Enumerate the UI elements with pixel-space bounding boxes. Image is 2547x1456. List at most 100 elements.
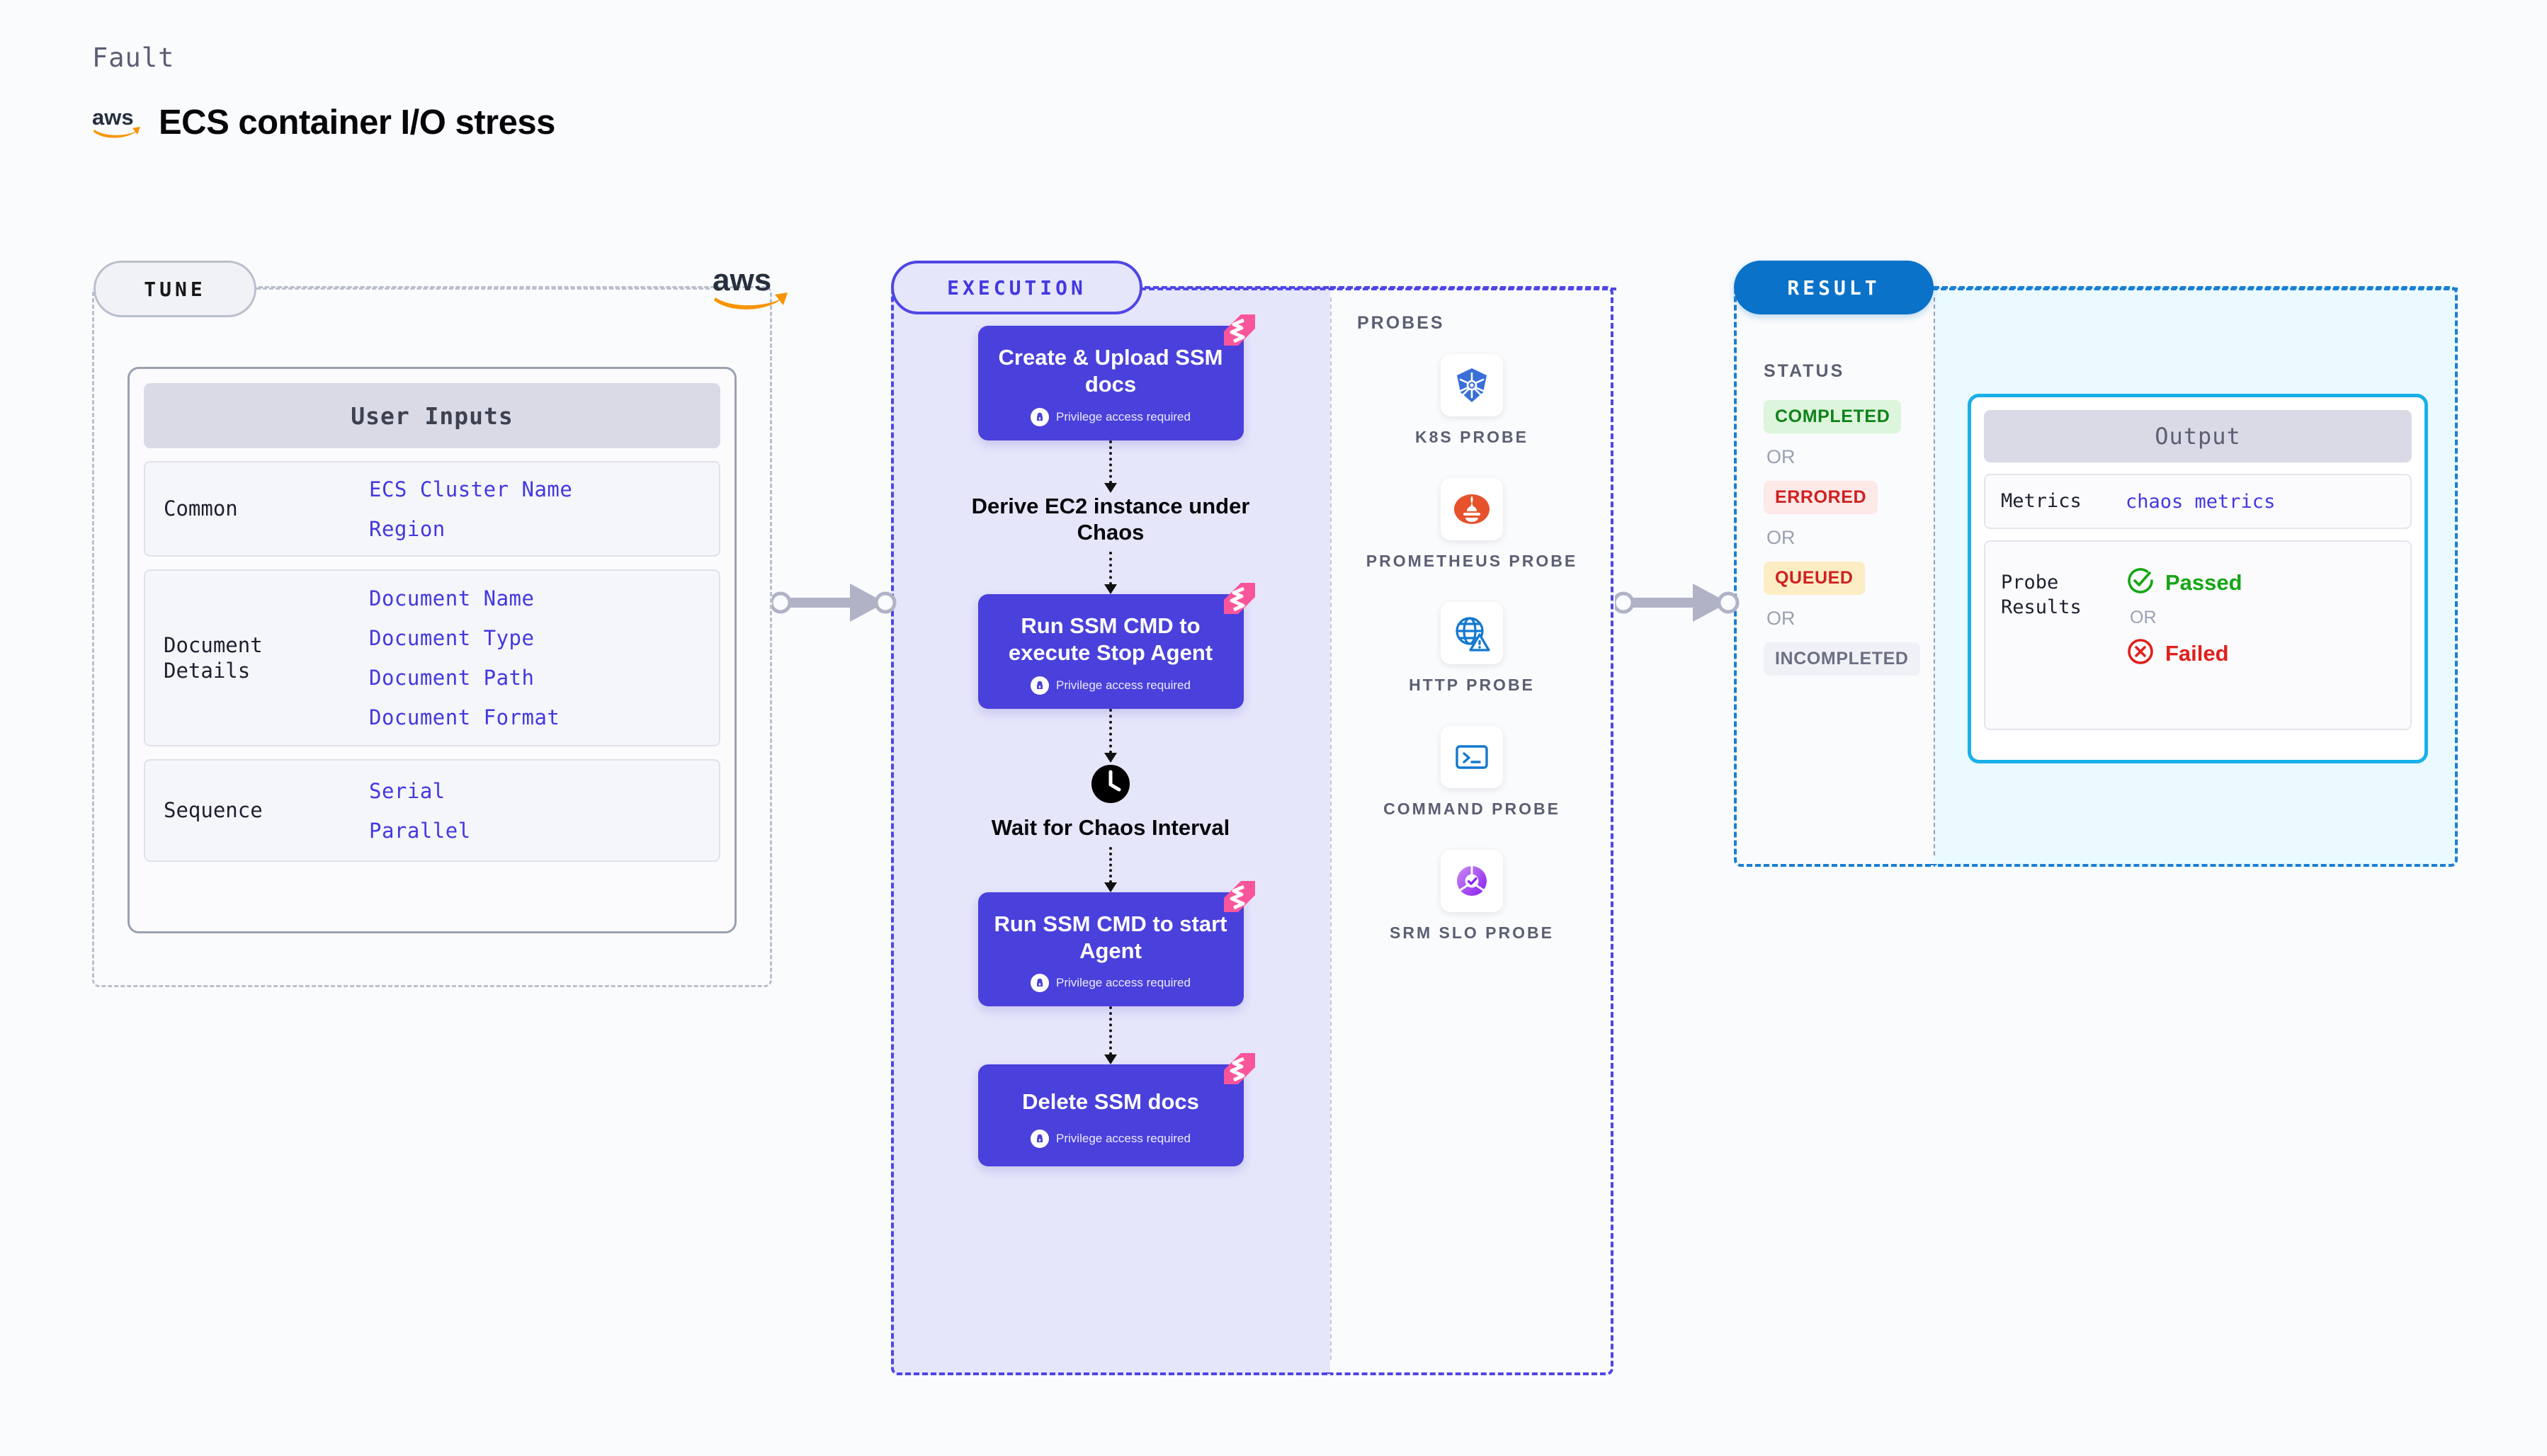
probes-divider [1330,297,1332,1360]
chaos-badge-icon [1220,877,1259,916]
input-group-sequence: Sequence Serial Parallel [144,759,720,862]
svg-text:aws: aws [92,105,134,130]
svg-text:aws: aws [713,263,771,297]
output-row-metrics: Metrics chaos metrics [1984,474,2412,529]
flow-arrow [1104,440,1117,493]
execution-step-plain: Wait for Chaos Interval [976,763,1245,841]
step-title: Run SSM CMD to execute Stop Agent [1008,613,1213,666]
terminal-icon [1441,726,1503,789]
input-group-label: Common [164,496,238,521]
execution-connector-line [1140,288,1616,290]
input-value[interactable]: Parallel [369,818,471,843]
probe-result-failed: Failed [2126,637,2242,670]
privilege-note-text: Privilege access required [1056,1132,1191,1146]
status-or-label: OR [1766,608,1796,629]
lock-icon [1031,407,1050,426]
check-circle-icon [2126,566,2155,599]
probe-label: HTTP PROBE [1409,676,1535,695]
probes-title: PROBES [1357,313,1445,333]
execution-step-card[interactable]: Delete SSM docs Privilege access require… [977,1053,1255,1167]
probe-item-http[interactable]: HTTP PROBE [1366,602,1578,696]
flow-arrow [1104,708,1117,763]
input-value[interactable]: Document Format [369,705,560,729]
input-value[interactable]: Serial [369,778,446,803]
step-title: Delete SSM docs [1022,1089,1199,1115]
probe-result-label: Failed [2165,640,2229,666]
user-inputs-card: User Inputs Common ECS Cluster Name Regi… [127,367,737,933]
probes-region [1330,286,1613,1375]
step-title: Derive EC2 instance under Chaos [971,493,1250,545]
execution-pill[interactable]: EXECUTION [891,261,1142,314]
fault-label: Fault [92,42,175,73]
step-title: Wait for Chaos Interval [991,814,1230,840]
input-value[interactable]: Document Type [369,626,535,650]
kubernetes-icon [1441,354,1503,416]
step-title: Run SSM CMD to start Agent [994,911,1227,963]
output-row-probe-results: Probe Results Passed OR [1984,540,2412,730]
execution-step-card[interactable]: Create & Upload SSM docs Privilege acces… [977,314,1255,440]
status-or-label: OR [1766,527,1796,548]
status-badge: COMPLETED [1764,400,1902,433]
input-value[interactable]: Region [369,516,446,541]
status-badge: QUEUED [1764,562,1865,595]
probe-item-srm-slo[interactable]: SRM SLO PROBE [1366,850,1578,944]
probe-label: SRM SLO PROBE [1390,923,1554,943]
privilege-note-text: Privilege access required [1056,976,1191,990]
result-divider [1934,297,1935,855]
srm-slo-icon [1441,850,1503,913]
probe-label: K8S PROBE [1415,428,1528,446]
output-label: Metrics [2001,490,2082,513]
clock-icon [976,763,1245,809]
prometheus-icon [1441,478,1503,541]
probe-label: PROMETHEUS PROBE [1366,552,1578,571]
x-circle-icon [2126,637,2155,670]
input-group-common: Common ECS Cluster Name Region [144,461,720,557]
connector-execution-to-result [1612,571,1742,638]
execution-step-card[interactable]: Run SSM CMD to start Agent Privilege acc… [977,880,1255,1007]
http-globe-icon [1441,602,1503,665]
input-value[interactable]: ECS Cluster Name [369,477,573,501]
chaos-badge-icon [1220,579,1259,618]
chaos-badge-icon [1220,1049,1259,1088]
tune-connector-line [256,288,710,290]
title-row: aws ECS container I/O stress [92,103,555,142]
execution-step-card[interactable]: Run SSM CMD to execute Stop Agent Privil… [977,583,1255,709]
flow-arrow [1104,552,1117,595]
user-inputs-title: User Inputs [144,383,720,448]
input-value[interactable]: Document Path [369,666,535,690]
probe-label: COMMAND PROBE [1383,800,1560,819]
privilege-note-text: Privilege access required [1056,409,1191,423]
privilege-note: Privilege access required [991,1130,1231,1149]
privilege-note: Privilege access required [991,407,1231,426]
input-value[interactable]: Document Name [369,586,535,610]
page-title: ECS container I/O stress [159,103,555,142]
result-pill[interactable]: RESULT [1734,261,1934,314]
page-header: Fault aws ECS container I/O stress [92,42,555,142]
probe-item-k8s[interactable]: K8S PROBE [1366,354,1578,448]
status-column: STATUS COMPLETED OR ERRORED OR QUEUED OR… [1764,361,1927,676]
privilege-note: Privilege access required [991,974,1231,993]
flow-arrow [1104,1006,1117,1065]
execution-region [891,286,1330,1375]
aws-logo-icon: aws [92,103,143,142]
input-group-label: Document Details [164,632,263,683]
tune-pill[interactable]: TUNE [93,261,256,317]
step-title: Create & Upload SSM docs [998,345,1223,397]
lock-icon [1031,1130,1050,1149]
chaos-badge-icon [1220,310,1259,350]
status-badge: INCOMPLETED [1764,642,1920,676]
output-label: Probe Results [2001,571,2082,619]
input-group-document-details: Document Details Document Name Document … [144,569,720,746]
probe-item-command[interactable]: COMMAND PROBE [1366,726,1578,820]
output-card: Output Metrics chaos metrics Probe Resul… [1968,394,2428,763]
probe-result-passed: Passed [2126,566,2242,599]
status-or-label: OR [1766,446,1796,467]
probe-item-prometheus[interactable]: PROMETHEUS PROBE [1366,478,1578,572]
execution-step-plain: Derive EC2 instance under Chaos [962,493,1259,547]
chaos-metrics-link[interactable]: chaos metrics [2126,490,2276,513]
lock-icon [1031,974,1050,993]
execution-flow: Create & Upload SSM docs Privilege acces… [891,314,1330,1167]
input-group-label: Sequence [164,798,263,823]
status-heading: STATUS [1764,361,1845,381]
output-title: Output [1984,410,2412,462]
